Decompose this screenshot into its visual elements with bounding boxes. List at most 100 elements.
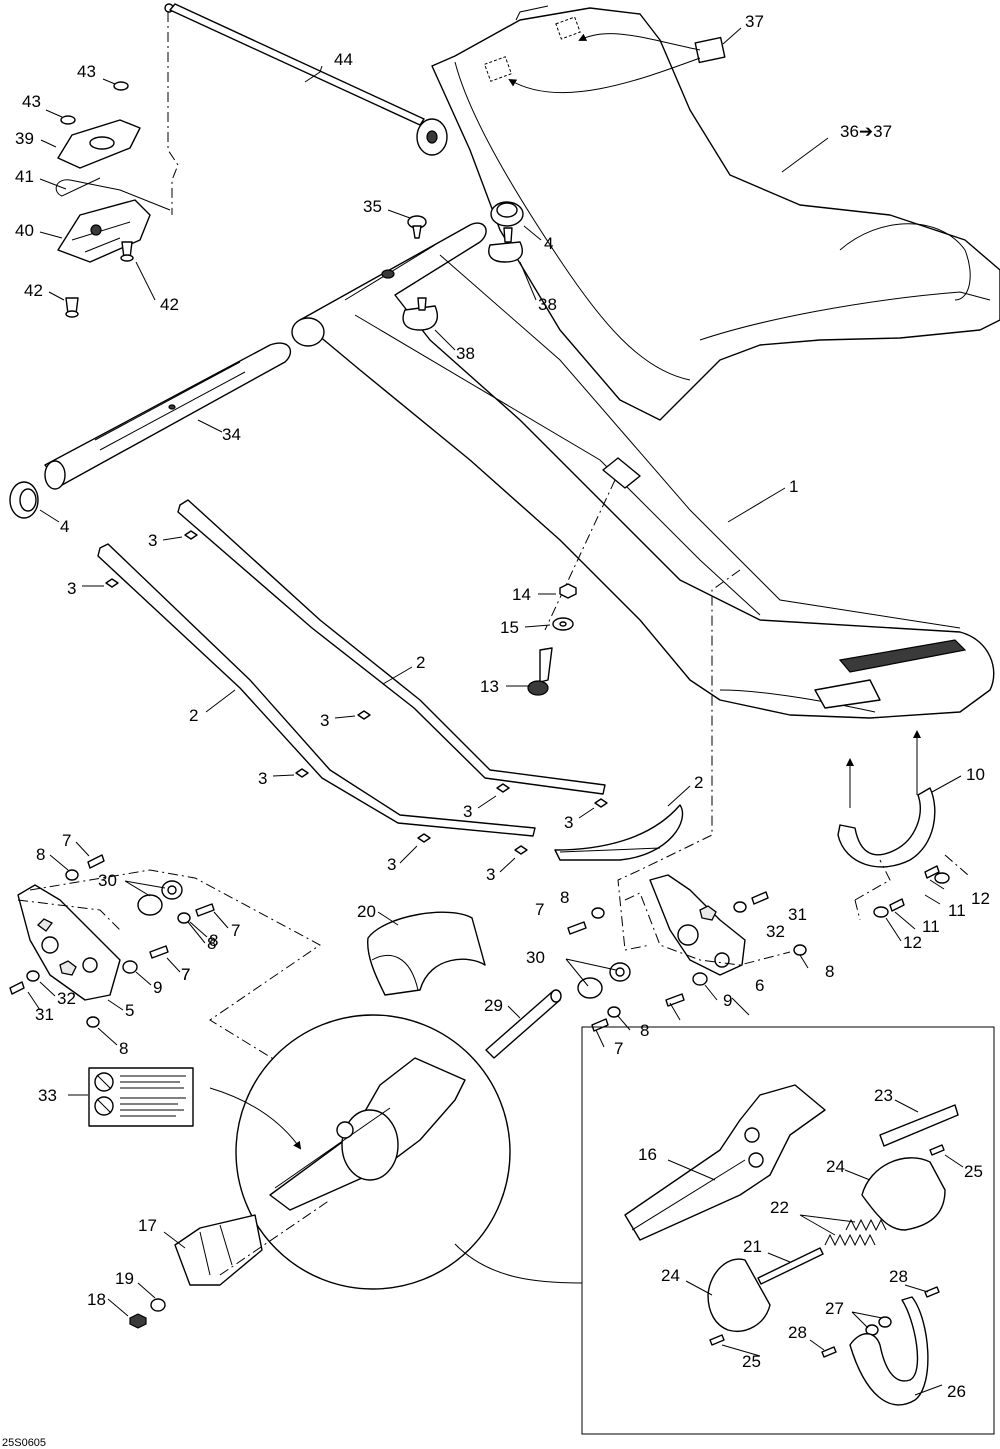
callout-19: 19 — [115, 1269, 134, 1288]
callout-8: 8 — [560, 888, 569, 907]
bushing-part-4 — [9, 201, 524, 519]
bolt-part-7 — [87, 854, 685, 1032]
callout-41: 41 — [15, 167, 34, 186]
callout-8: 8 — [36, 845, 45, 864]
callout-43: 43 — [22, 92, 41, 111]
washer-part-32 — [26, 901, 747, 982]
detail-box — [581, 1026, 995, 1435]
screw-part-25 — [709, 1144, 945, 1346]
callout-7: 7 — [614, 1039, 623, 1058]
callout-26: 26 — [947, 1382, 966, 1401]
shell-part-24 — [707, 1157, 946, 1332]
washer-part-12 — [854, 854, 969, 921]
callout-11: 11 — [922, 917, 940, 936]
pivot-arm-part-6 — [624, 874, 791, 976]
callout-8: 8 — [119, 1039, 128, 1058]
runner-part-2 — [97, 499, 684, 861]
callout-3: 3 — [320, 711, 329, 730]
bushing-part-30 — [137, 880, 631, 999]
callout-7: 7 — [181, 965, 190, 984]
callout-3: 3 — [67, 579, 76, 598]
callout-11: 11 — [948, 901, 966, 920]
spring-part-22 — [824, 1218, 887, 1247]
screw-part-28 — [821, 1286, 940, 1358]
screw-part-31 — [9, 891, 769, 995]
washer-part-19 — [150, 1298, 166, 1312]
callout-21: 21 — [743, 1237, 762, 1256]
callout-5: 5 — [125, 1001, 134, 1020]
callout-8: 8 — [640, 1021, 649, 1040]
cover-part-20 — [367, 911, 486, 996]
adhesive-pad-part-37 — [508, 33, 726, 94]
callout-8: 8 — [209, 931, 218, 950]
slider-part-16 — [624, 1084, 826, 1241]
clip-part-10 — [837, 730, 936, 868]
rivet-part-42 — [65, 241, 134, 318]
callout-labels: 44 43 43 39 41 40 42 42 37 36➔37 35 4 38… — [2, 12, 990, 1449]
callout-20: 20 — [357, 902, 376, 921]
callout-1: 1 — [789, 477, 798, 496]
callout-7: 7 — [181, 965, 190, 984]
spring-clip-part-41 — [55, 177, 171, 211]
callout-32: 32 — [57, 989, 76, 1008]
callout-42: 42 — [24, 281, 43, 300]
callout-30: 30 — [526, 948, 545, 967]
callout-9: 9 — [153, 978, 162, 997]
callout-25: 25 — [742, 1352, 761, 1371]
callout-3: 3 — [463, 802, 472, 821]
wear-bar-part-23 — [879, 1104, 959, 1147]
bushing-part-27 — [865, 1316, 892, 1336]
screw-part-11 — [889, 865, 940, 912]
callout-39: 39 — [15, 129, 34, 148]
washer-part-15 — [552, 617, 574, 631]
callout-31: 31 — [35, 1005, 54, 1024]
callout-7: 7 — [535, 900, 544, 919]
callout-33: 33 — [38, 1086, 57, 1105]
callout-8: 8 — [825, 962, 834, 981]
pin-part-21 — [757, 1247, 824, 1285]
callout-40: 40 — [15, 221, 34, 240]
callout-24: 24 — [826, 1157, 845, 1176]
callout-10: 10 — [966, 765, 985, 784]
callout-38: 38 — [538, 295, 557, 314]
rod-part-44 — [164, 3, 448, 215]
callout-28: 28 — [788, 1323, 807, 1342]
clamp-part-17 — [174, 1199, 331, 1286]
callout-37: 37 — [745, 12, 764, 31]
callout-3: 3 — [387, 855, 396, 874]
washer-part-9 — [122, 960, 708, 986]
ski-skin-part-36 — [431, 5, 1000, 421]
callout-44: 44 — [334, 50, 353, 69]
callout-9: 9 — [723, 991, 732, 1010]
nut-part-14 — [559, 583, 577, 599]
callout-35: 35 — [363, 197, 382, 216]
callout-31: 31 — [788, 905, 807, 924]
callout-14: 14 — [512, 585, 531, 604]
callout-7: 7 — [62, 831, 71, 850]
callout-4: 4 — [544, 234, 553, 253]
bumper-part-38 — [402, 227, 523, 331]
callout-30: 30 — [98, 871, 117, 890]
callout-8: 8 — [207, 934, 216, 953]
callout-25: 25 — [964, 1162, 983, 1181]
callout-18: 18 — [87, 1290, 106, 1309]
callout-27: 27 — [825, 1299, 844, 1318]
callout-24: 24 — [661, 1266, 680, 1285]
callout-12: 12 — [903, 933, 922, 952]
callout-23: 23 — [874, 1086, 893, 1105]
pivot-arm-part-5 — [17, 869, 341, 1101]
callout-6: 6 — [755, 976, 764, 995]
ski-body-part-1 — [291, 222, 995, 951]
plate-part-39 — [57, 119, 141, 169]
callout-28: 28 — [889, 1267, 908, 1286]
shaft-part-34 — [44, 342, 292, 490]
callout-42: 42 — [160, 295, 179, 314]
callout-2: 2 — [189, 706, 198, 725]
screw-part-3 — [105, 530, 608, 855]
callout-3: 3 — [486, 865, 495, 884]
callout-4: 4 — [60, 517, 69, 536]
callout-29: 29 — [484, 996, 503, 1015]
callout-17: 17 — [138, 1216, 157, 1235]
warning-label-part-33 — [88, 1067, 194, 1127]
